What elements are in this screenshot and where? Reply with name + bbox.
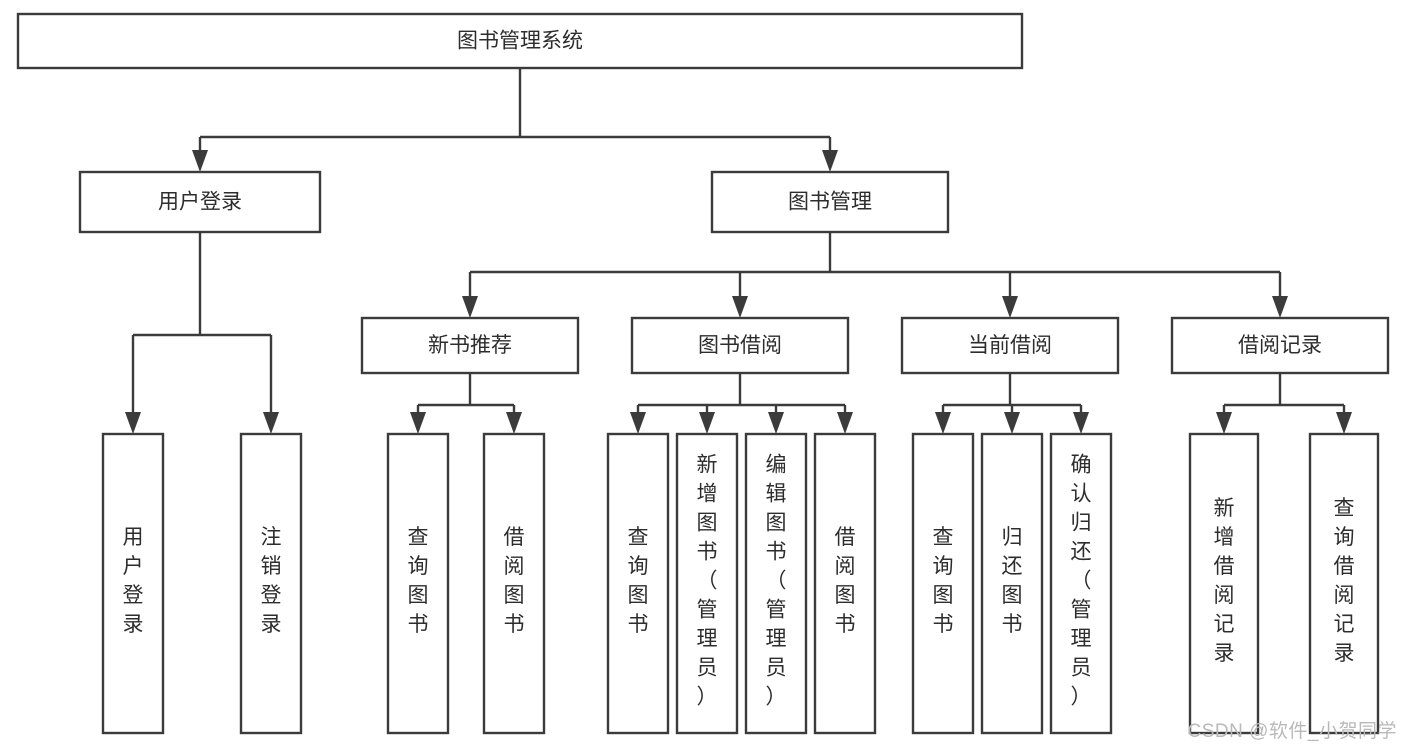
node-confirm-return-admin[interactable]: 确认归还（管理员）	[1049, 432, 1113, 735]
node-label: 确认归还（管理员）	[1071, 454, 1092, 709]
node-label: 图书借阅	[698, 334, 782, 357]
node-current-borrow[interactable]: 当前借阅	[900, 316, 1120, 375]
node-label: 用户登录	[123, 526, 144, 636]
arrow-head-icon	[822, 150, 838, 172]
node-new-book-recommend[interactable]: 新书推荐	[360, 316, 580, 375]
node-user-login[interactable]: 用户登录	[78, 170, 322, 234]
arrow-head-icon	[935, 412, 951, 434]
node-root[interactable]: 图书管理系统	[16, 12, 1024, 70]
node-label: 当前借阅	[968, 334, 1052, 357]
node-label: 查询图书	[628, 526, 649, 636]
node-add-book-admin[interactable]: 新增图书（管理员）	[675, 432, 739, 735]
node-label: 查询图书	[933, 526, 954, 636]
arrow-head-icon	[462, 296, 478, 318]
arrow-head-icon	[125, 412, 141, 434]
node-label: 借阅记录	[1238, 334, 1322, 357]
node-book-borrow[interactable]: 图书借阅	[630, 316, 850, 375]
node-return-book[interactable]: 归还图书	[980, 432, 1044, 735]
arrow-head-icon	[630, 412, 646, 434]
node-query-borrow-record[interactable]: 查询借阅记录	[1308, 432, 1380, 735]
node-label: 新书推荐	[428, 334, 512, 357]
arrow-head-icon	[699, 412, 715, 434]
node-label: 注销登录	[261, 526, 282, 636]
node-label: 查询图书	[408, 526, 429, 636]
node-user-login-do[interactable]: 用户登录	[101, 432, 165, 735]
node-edit-book-admin[interactable]: 编辑图书（管理员）	[744, 432, 808, 735]
node-label: 新增借阅记录	[1214, 497, 1235, 665]
arrow-head-icon	[1336, 412, 1352, 434]
node-label: 借阅图书	[835, 526, 856, 636]
node-borrow-book-2[interactable]: 借阅图书	[813, 432, 877, 735]
arrow-head-icon	[837, 412, 853, 434]
node-query-book-3[interactable]: 查询图书	[911, 432, 975, 735]
node-book-manage[interactable]: 图书管理	[710, 170, 950, 234]
arrow-head-icon	[410, 412, 426, 434]
arrow-head-icon	[1004, 412, 1020, 434]
node-borrow-record[interactable]: 借阅记录	[1170, 316, 1390, 375]
arrow-head-icon	[1002, 296, 1018, 318]
node-user-logout[interactable]: 注销登录	[239, 432, 303, 735]
arrow-head-icon	[263, 412, 279, 434]
arrow-head-icon	[192, 150, 208, 172]
arrow-head-icon	[506, 412, 522, 434]
node-label: 借阅图书	[504, 526, 525, 636]
node-label: 编辑图书（管理员）	[766, 454, 787, 709]
arrow-head-icon	[768, 412, 784, 434]
node-add-borrow-record[interactable]: 新增借阅记录	[1188, 432, 1260, 735]
node-label: 图书管理	[788, 191, 872, 214]
node-label: 查询借阅记录	[1334, 497, 1355, 665]
node-label: 新增图书（管理员）	[697, 454, 718, 709]
watermark: CSDN @软件_小贺同学	[1187, 721, 1397, 742]
node-label: 归还图书	[1002, 526, 1023, 636]
arrow-head-icon	[1272, 296, 1288, 318]
node-query-book-2[interactable]: 查询图书	[606, 432, 670, 735]
arrow-head-icon	[1073, 412, 1089, 434]
arrow-head-icon	[1216, 412, 1232, 434]
node-label: 图书管理系统	[457, 30, 583, 53]
node-label: 用户登录	[158, 191, 242, 214]
node-query-book-1[interactable]: 查询图书	[386, 432, 450, 735]
node-borrow-book-1[interactable]: 借阅图书	[482, 432, 546, 735]
arrow-head-icon	[732, 296, 748, 318]
